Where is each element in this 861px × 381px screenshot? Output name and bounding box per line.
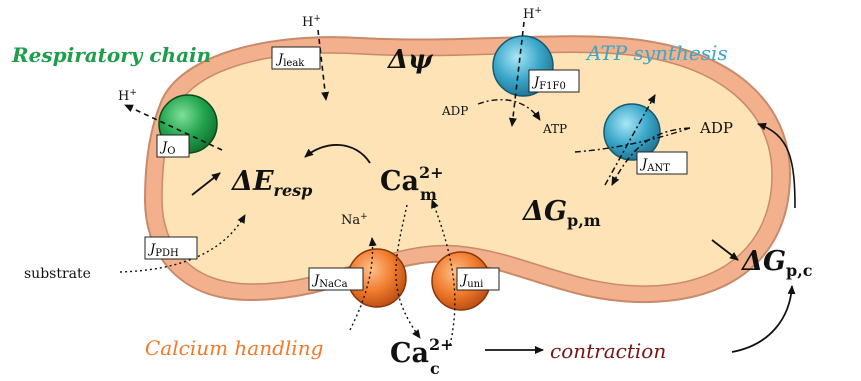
j-f1f0-label: JF1F0 bbox=[528, 69, 580, 93]
calcium-handling-label: Calcium handling bbox=[145, 336, 323, 360]
j-o-label: JO bbox=[156, 134, 190, 158]
ca-m-label: Ca2+ bbox=[380, 163, 444, 197]
svg-text:JF1F0: JF1F0 bbox=[531, 75, 566, 92]
ca-c-sub: c bbox=[430, 359, 440, 378]
dgpc-to-adp-arrow bbox=[757, 122, 796, 209]
svg-text:JANT: JANT bbox=[639, 157, 670, 174]
dg-pm-label: ΔGp,m bbox=[521, 196, 601, 230]
svg-text:JO: JO bbox=[159, 140, 175, 157]
delta-e-resp-label: ΔEresp bbox=[230, 166, 312, 200]
to-deresp-arrow bbox=[191, 172, 221, 196]
j-leak-label: Jleak bbox=[271, 46, 321, 70]
h-plus-right-label: H+ bbox=[523, 6, 542, 22]
uni-ca-in-arrow bbox=[431, 199, 456, 346]
j-naca-label: JNaCa bbox=[308, 267, 364, 291]
svg-text:Jleak: Jleak bbox=[275, 52, 305, 69]
ca-c-label: Ca2+ bbox=[390, 335, 454, 369]
dg-pc-label: ΔGp,c bbox=[740, 246, 813, 280]
svg-text:Juni: Juni bbox=[459, 273, 483, 290]
substrate-label: substrate bbox=[24, 266, 91, 282]
leak-arrow bbox=[317, 29, 330, 101]
adp-outer-label: ADP bbox=[699, 119, 733, 137]
svg-text:JNaCa: JNaCa bbox=[311, 273, 348, 290]
contraction-to-dgpc-arrow bbox=[731, 285, 796, 353]
delta-psi-label: Δψ bbox=[386, 45, 434, 75]
ant-atp-line bbox=[574, 127, 691, 153]
substrate-arrow bbox=[119, 214, 246, 273]
j-uni-label: Juni bbox=[456, 267, 500, 291]
atp-inner-label: ATP bbox=[542, 122, 567, 136]
ca-m-sub: m bbox=[420, 185, 437, 204]
h-plus-left-label: H+ bbox=[118, 88, 137, 104]
h-plus-top-label: H+ bbox=[302, 14, 321, 30]
naca-ca-out-arrow bbox=[395, 204, 421, 339]
atp-synthesis-label: ATP synthesis bbox=[585, 41, 728, 65]
j-ant-label: JANT bbox=[636, 151, 688, 175]
adp-inner-label: ADP bbox=[441, 104, 468, 118]
contraction-label: contraction bbox=[550, 339, 666, 363]
j-pdh-label: JPDH bbox=[144, 236, 198, 260]
respiratory-chain-label: Respiratory chain bbox=[11, 43, 211, 67]
ant-atp-out-arrow bbox=[604, 94, 656, 186]
naca-na-in-arrow bbox=[349, 237, 377, 331]
na-plus-label: Na+ bbox=[341, 212, 368, 228]
svg-text:JPDH: JPDH bbox=[147, 242, 179, 259]
to-dgpc-arrow bbox=[711, 239, 739, 261]
cam-to-deresp-arrow bbox=[304, 144, 371, 164]
